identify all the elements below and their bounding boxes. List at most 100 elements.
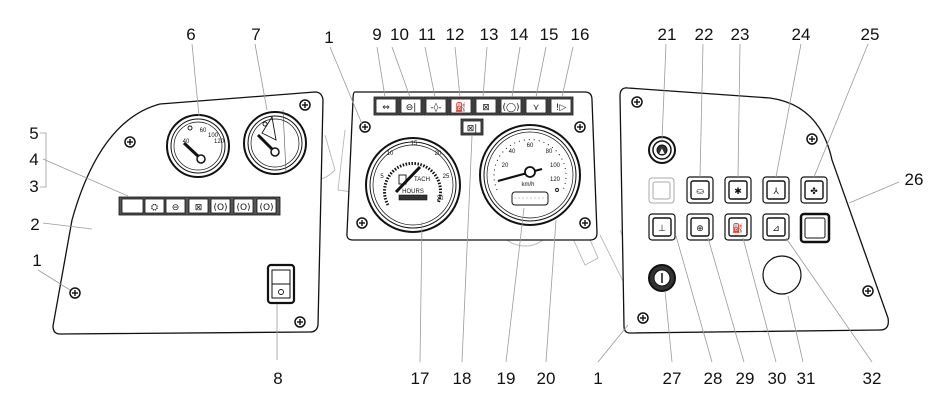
gauge-tick: 120: [550, 177, 561, 183]
callout-labels: 6 7 1 5 4 3 2 1 8 9 10 11 12 13 14 15 16…: [29, 25, 923, 388]
callout-25: 25: [861, 25, 880, 44]
callout-30: 30: [768, 369, 787, 388]
rear-wiper-icon: ⊕: [696, 224, 704, 234]
callout-28: 28: [704, 369, 723, 388]
tilt-switch: ⊿: [762, 213, 790, 241]
turn-signal-icon: ⇔: [382, 103, 390, 113]
filter-icon: ⊠: [482, 103, 490, 113]
coolant-icon: ⋎: [533, 103, 540, 113]
hours-label: HOURS: [402, 189, 424, 195]
screw-icon: [579, 217, 591, 229]
wiper-icon: ⛀: [696, 187, 704, 197]
callout-3: 3: [29, 177, 38, 196]
beacon-icon: ⅄: [772, 187, 779, 197]
pressure-gauge: [243, 109, 307, 175]
callout-23: 23: [731, 25, 750, 44]
mounting-hole: [762, 255, 802, 295]
callout-11: 11: [418, 25, 436, 44]
tach-unit-label: TACH: [414, 177, 430, 183]
blank-switch-black: [799, 212, 831, 244]
screw-icon: [294, 316, 306, 328]
callout-15: 15: [540, 25, 559, 44]
callout-19: 19: [497, 369, 516, 388]
brake-lamp-3-icon: (O): [259, 203, 273, 213]
blank-switch: [648, 177, 675, 204]
callout-13: 13: [480, 25, 499, 44]
callout-7: 7: [251, 25, 260, 44]
right-panel-plate: [619, 87, 889, 334]
gauge-tick: 60: [200, 128, 207, 134]
rocker-switch: [266, 263, 296, 305]
callout-17: 17: [411, 369, 430, 388]
ground-icon: ⊥: [658, 224, 666, 234]
gauge-tick: 60: [527, 143, 534, 149]
warning-lamp-strip: ⛭ ⊖ ⊠ (O) (O) (O): [118, 196, 281, 216]
tachometer: 5 10 15 20 25 30 TACH HOURS: [365, 137, 461, 233]
indicator-row: ⇔ ⊖| -◊- ⛽ ⊠ (◯) ⋎ !▷ ⊠|: [373, 96, 574, 136]
oil-drop-icon: -◊-: [431, 102, 442, 113]
blank-lamp: [121, 198, 144, 214]
hazard-switch: ▲: [648, 136, 676, 164]
coolant-lamp: ⋎: [523, 96, 549, 116]
beacon-switch: ⅄: [762, 176, 790, 204]
temperature-gauge: 40 60 100 120: [166, 114, 230, 178]
hour-counter: [398, 194, 428, 201]
oil-pressure-lamp: -◊-: [423, 96, 449, 116]
screw-icon: [806, 133, 818, 145]
gauge-tick: 40: [183, 139, 190, 145]
warning-lamp: !▷: [548, 96, 574, 116]
callout-14: 14: [510, 25, 529, 44]
speed-unit-label: km/h: [521, 182, 534, 188]
turn-signal-lamp: ⇔: [373, 96, 399, 116]
brake-lamp-2-icon: (O): [236, 203, 250, 213]
callout-18: 18: [453, 369, 472, 388]
callout-6: 6: [186, 25, 195, 44]
right-panel: ▲ ⛀ ✱ ⅄ ✤ ⊥ ⊕ ⛽ ⊿: [619, 87, 889, 334]
screw-icon: [631, 96, 643, 108]
callout-12: 12: [446, 25, 465, 44]
gauge-tick: 30: [437, 196, 444, 202]
brake-lamp: (◯): [498, 96, 524, 116]
callout-10: 10: [390, 25, 409, 44]
work-light-icon: ✱: [734, 187, 742, 197]
hydraulic-lamp-icon: ⊖: [172, 203, 180, 213]
fuel-lamp: ⛽: [448, 96, 474, 116]
screw-icon: [124, 136, 136, 148]
high-beam-lamp: ⊖|: [398, 96, 424, 116]
fan-icon: ✤: [810, 187, 818, 197]
gauge-tick: 100: [208, 133, 219, 139]
center-panel: ⇔ ⊖| -◊- ⛽ ⊠ (◯) ⋎ !▷ ⊠| 5 10 15 20 25 3…: [346, 91, 598, 241]
gauge-tick: 40: [509, 149, 516, 155]
callout-8: 8: [273, 369, 282, 388]
fan-switch: ✤: [800, 176, 828, 204]
callout-22: 22: [695, 25, 714, 44]
screw-icon: [637, 312, 649, 324]
speedometer: 20 40 60 80 100 120 km/h: [479, 124, 581, 226]
callout-1: 1: [324, 28, 333, 47]
callout-9: 9: [372, 25, 381, 44]
callout-29: 29: [736, 369, 755, 388]
ignition-switch: [648, 264, 676, 292]
gauge-tick: 25: [443, 174, 450, 180]
air-filter-lamp: ⊠: [473, 96, 499, 116]
hazard-triangle-icon: ▲: [659, 147, 665, 155]
callout-20: 20: [537, 369, 556, 388]
screw-icon: [356, 217, 368, 229]
callout-21: 21: [658, 25, 677, 44]
seat-lamp-icon: ⛭: [151, 203, 158, 213]
warning-icon: !▷: [556, 103, 567, 113]
fuel-switch: ⛽: [724, 213, 752, 241]
filter-icon: ⊠|: [467, 124, 478, 134]
fuel-pump-icon: ⛽: [455, 101, 466, 113]
screw-icon: [574, 121, 586, 133]
work-light-switch: ✱: [724, 176, 752, 204]
gauge-tick: 10: [387, 151, 394, 157]
callout-1: 1: [32, 251, 41, 270]
gauge-tick: 80: [546, 149, 553, 155]
filter-lamp-18: ⊠|: [460, 118, 484, 136]
fuel-icon: [398, 174, 407, 185]
leader-lines: [37, 43, 900, 363]
rear-wiper-switch: ⊕: [686, 213, 714, 241]
callout-27: 27: [663, 369, 682, 388]
